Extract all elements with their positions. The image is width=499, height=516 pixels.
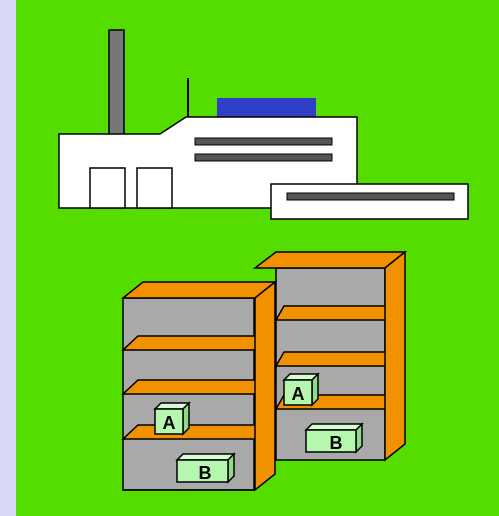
shelf-side-panel: [255, 282, 275, 490]
box-b-front: B: [177, 454, 234, 483]
shelf-board: [276, 306, 393, 320]
shelf-board: [123, 380, 270, 394]
shelf-side-panel: [385, 252, 405, 460]
shelf-top: [123, 282, 275, 298]
box-a-back: A: [284, 374, 318, 405]
factory-annex: [271, 184, 468, 219]
box-label: A: [292, 384, 305, 404]
chimney: [109, 30, 124, 138]
box-b-back: B: [306, 424, 362, 453]
factory-door: [137, 168, 172, 208]
box-label: B: [330, 433, 343, 453]
shelf-board: [123, 425, 270, 439]
box-label: B: [199, 463, 212, 483]
annex-window-stripe: [287, 193, 454, 200]
window-stripe: [195, 138, 332, 145]
shelf-top: [255, 252, 405, 268]
window-stripe: [195, 154, 332, 161]
shelf-board: [123, 336, 270, 350]
roof-panel: [217, 98, 316, 118]
factory-door: [90, 168, 125, 208]
box-a-front: A: [155, 403, 189, 434]
box-label: A: [163, 413, 176, 433]
shelf-board: [276, 352, 393, 366]
